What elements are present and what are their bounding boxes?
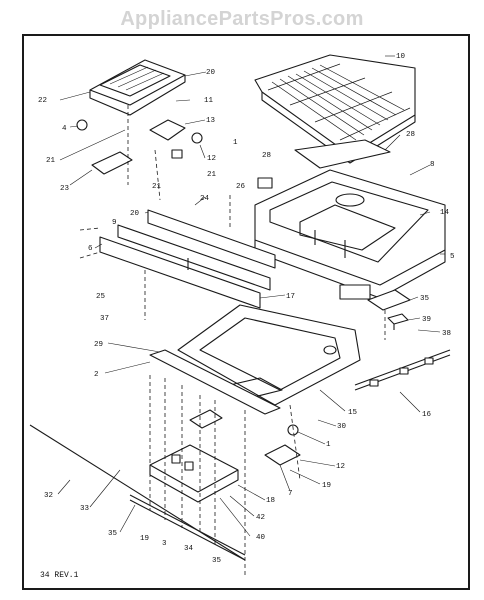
callout-10: 10 <box>396 53 406 61</box>
callout-20: 20 <box>130 210 140 218</box>
top-cover-part <box>254 54 416 164</box>
mounting-bracket-part <box>91 151 133 175</box>
callout-5: 5 <box>450 253 455 261</box>
callout-1: 1 <box>233 139 238 147</box>
callout-19: 19 <box>322 482 331 490</box>
knob-part <box>76 119 88 131</box>
callout-14: 14 <box>440 209 450 217</box>
callout-7: 7 <box>288 490 293 498</box>
callout-35-lower: 35 <box>212 557 222 565</box>
callout-40: 40 <box>256 534 266 542</box>
callout-18: 18 <box>266 497 275 505</box>
callout-22: 21 <box>152 183 162 191</box>
callout-15: 15 <box>348 409 358 417</box>
callout-26: 25 <box>96 293 106 301</box>
callout-11: 11 <box>204 97 214 105</box>
callout-38: 38 <box>442 330 451 338</box>
callout-31: 29 <box>94 341 103 349</box>
callout-24: 23 <box>60 185 70 193</box>
callout-23: 22 <box>38 97 47 105</box>
callout-37: 35 <box>420 295 430 303</box>
callout-9: 9 <box>112 219 117 227</box>
callout-8: 8 <box>430 161 435 169</box>
callout-34: 34 <box>184 545 194 553</box>
light-socket-part <box>149 119 203 159</box>
callout-41: 39 <box>422 316 431 324</box>
callout-21: 20 <box>206 69 216 77</box>
label-tag-part <box>257 177 273 189</box>
control-box-part <box>149 444 239 503</box>
callout-32: 32 <box>44 492 53 500</box>
callout-labels: 10 20 22 11 13 4 1 28 12 21 28 8 21 23 2… <box>38 53 455 565</box>
callout-35: 35 <box>108 530 118 538</box>
callout-6: 6 <box>88 245 93 253</box>
callout-22: 21 <box>46 157 56 165</box>
revision-note: 34 REV.1 <box>40 571 79 580</box>
callout-17: 17 <box>286 293 295 301</box>
thin-panel-part <box>294 139 391 169</box>
lower-cover-part <box>177 304 361 406</box>
callout-39: 37 <box>100 315 109 323</box>
callout-13: 13 <box>206 117 216 125</box>
air-diffuser-part <box>89 59 186 116</box>
callout-25: 24 <box>200 195 210 203</box>
main-housing-part <box>254 169 446 300</box>
callout-3: 3 <box>162 540 167 548</box>
front-rail-part <box>99 209 276 309</box>
lamp-holder-part <box>264 444 301 466</box>
callout-26-tag: 28 <box>262 152 271 160</box>
heater-rod-part <box>354 349 451 391</box>
bulb-part <box>287 424 299 436</box>
callout-2: 2 <box>94 371 99 379</box>
callout-12: 12 <box>207 155 216 163</box>
callout-19-lower: 19 <box>140 535 149 543</box>
bottom-rod-part <box>29 424 246 561</box>
callout-4: 4 <box>62 125 67 133</box>
callout-42: 42 <box>256 514 265 522</box>
callout-12-lower: 12 <box>336 463 345 471</box>
long-strip-part <box>149 349 281 415</box>
callout-30: 30 <box>337 423 347 431</box>
callout-1-lower: 1 <box>326 441 331 449</box>
watermark: AppliancePartsPros.com <box>120 8 364 30</box>
callout-27: 26 <box>236 183 246 191</box>
thermostat-part <box>189 409 223 429</box>
callout-33: 33 <box>80 505 90 513</box>
diagram-frame <box>22 34 470 590</box>
small-bracket-part <box>367 289 411 330</box>
callout-29: 28 <box>406 131 415 139</box>
callout-16: 16 <box>422 411 432 419</box>
callout-22: 21 <box>207 171 217 179</box>
